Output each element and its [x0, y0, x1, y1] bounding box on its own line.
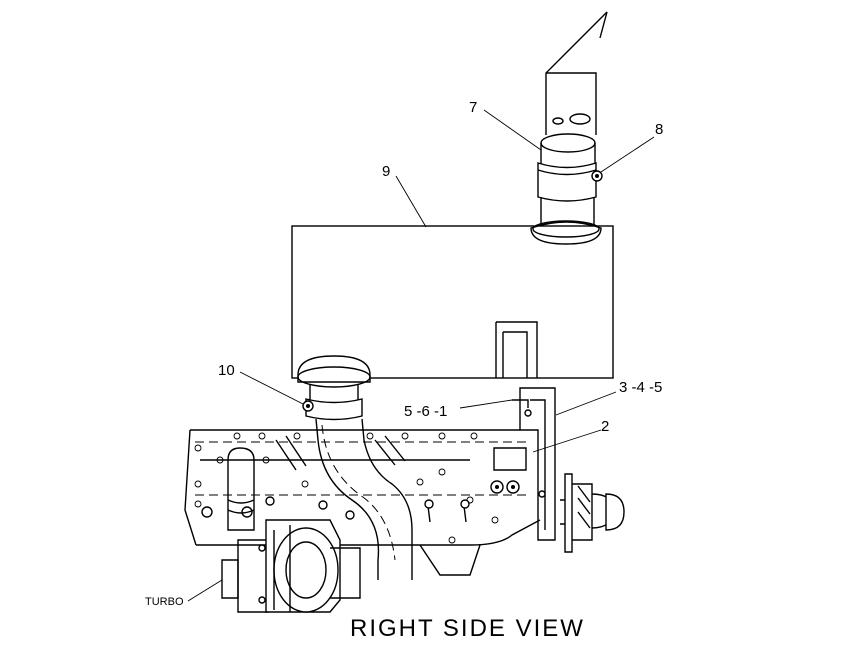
leader-8: [600, 136, 655, 173]
callout-turbo: TURBO: [145, 596, 184, 608]
leader-345: [555, 391, 617, 416]
air-pipe: [227, 447, 255, 531]
muffler: [291, 225, 614, 379]
callout-3-4-5: 3 -4 -5: [619, 379, 662, 396]
leader-7: [483, 109, 542, 151]
leader-lines: [187, 109, 655, 602]
leader-561: [459, 399, 513, 409]
leader-turbo: [187, 579, 223, 602]
fan-pulley: [560, 473, 625, 553]
callout-2: 2: [601, 418, 609, 435]
exhaust-stack: [540, 11, 608, 153]
mounting-bracket: [490, 387, 556, 541]
callout-7: 7: [469, 99, 477, 116]
turbocharger: [221, 519, 361, 613]
engine-block: [184, 429, 541, 576]
stack-clamp: [530, 143, 603, 245]
callout-8: 8: [655, 121, 663, 138]
leader-9: [395, 175, 427, 228]
leader-10: [239, 371, 304, 405]
exhaust-elbow: [315, 418, 413, 580]
callout-5-6-1: 5 -6 -1: [404, 403, 447, 420]
leader-2: [532, 429, 602, 453]
callout-9: 9: [382, 163, 390, 180]
view-title: RIGHT SIDE VIEW: [350, 615, 585, 642]
callout-10: 10: [218, 362, 235, 379]
muffler-inlet: [297, 355, 371, 421]
